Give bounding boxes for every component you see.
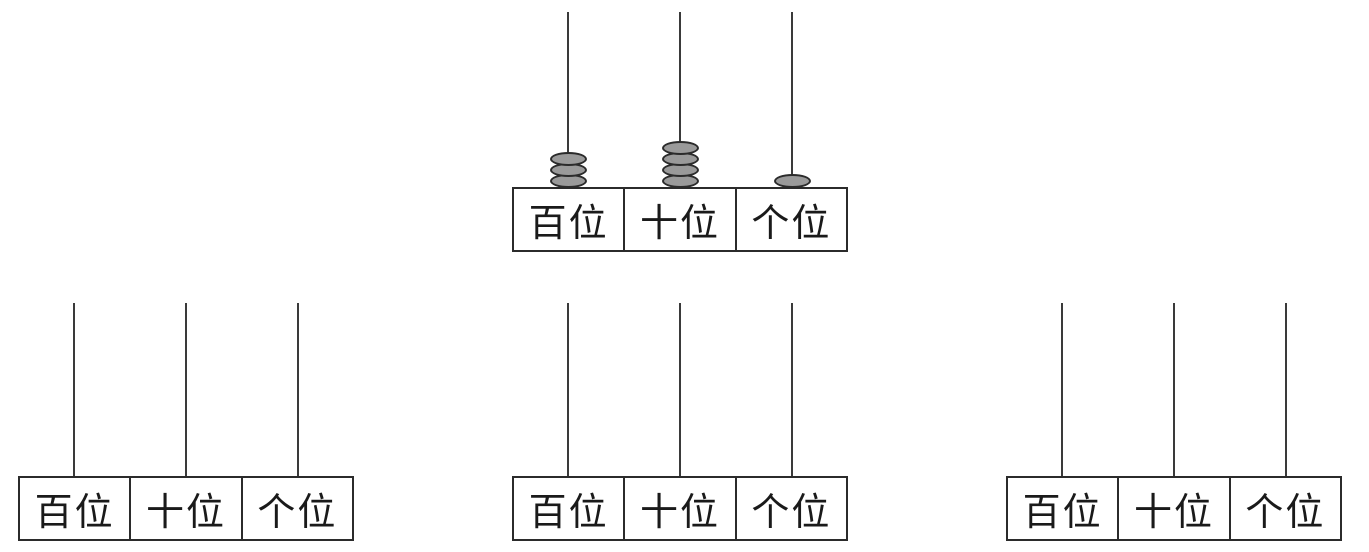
place-value-base: 百位 十位 个位 (1006, 476, 1342, 541)
bead-tens (661, 141, 699, 155)
label-tens: 十位 (623, 189, 734, 250)
rod-ones (1285, 303, 1287, 476)
abacus-blank-3: 百位 十位 个位 (1006, 303, 1342, 541)
bead-ones (773, 174, 811, 188)
rod-tens (1173, 303, 1175, 476)
abacus-example: 百位 十位 个位 (512, 12, 848, 252)
rod-ones (791, 12, 793, 188)
label-ones: 个位 (734, 478, 846, 539)
label-tens: 十位 (1117, 478, 1228, 539)
bead-hundreds (549, 152, 587, 166)
rod-tens (679, 12, 681, 188)
rod-hundreds (567, 12, 569, 188)
rod-ones (297, 303, 299, 476)
abacus-blank-2: 百位 十位 个位 (512, 303, 848, 541)
label-tens: 十位 (623, 478, 734, 539)
place-value-base: 百位 十位 个位 (512, 476, 848, 541)
place-value-base: 百位 十位 个位 (512, 187, 848, 252)
rod-tens (185, 303, 187, 476)
label-hundreds: 百位 (1022, 490, 1103, 534)
rod-hundreds (73, 303, 75, 476)
label-hundreds: 百位 (528, 490, 609, 534)
label-hundreds: 百位 (34, 490, 115, 534)
rod-hundreds (1061, 303, 1063, 476)
rod-hundreds (567, 303, 569, 476)
label-ones: 个位 (734, 189, 846, 250)
label-ones: 个位 (240, 478, 352, 539)
abacus-blank-1: 百位 十位 个位 (18, 303, 354, 541)
label-ones: 个位 (1228, 478, 1340, 539)
place-value-base: 百位 十位 个位 (18, 476, 354, 541)
label-hundreds: 百位 (528, 201, 609, 245)
rod-tens (679, 303, 681, 476)
label-tens: 十位 (129, 478, 240, 539)
rod-ones (791, 303, 793, 476)
